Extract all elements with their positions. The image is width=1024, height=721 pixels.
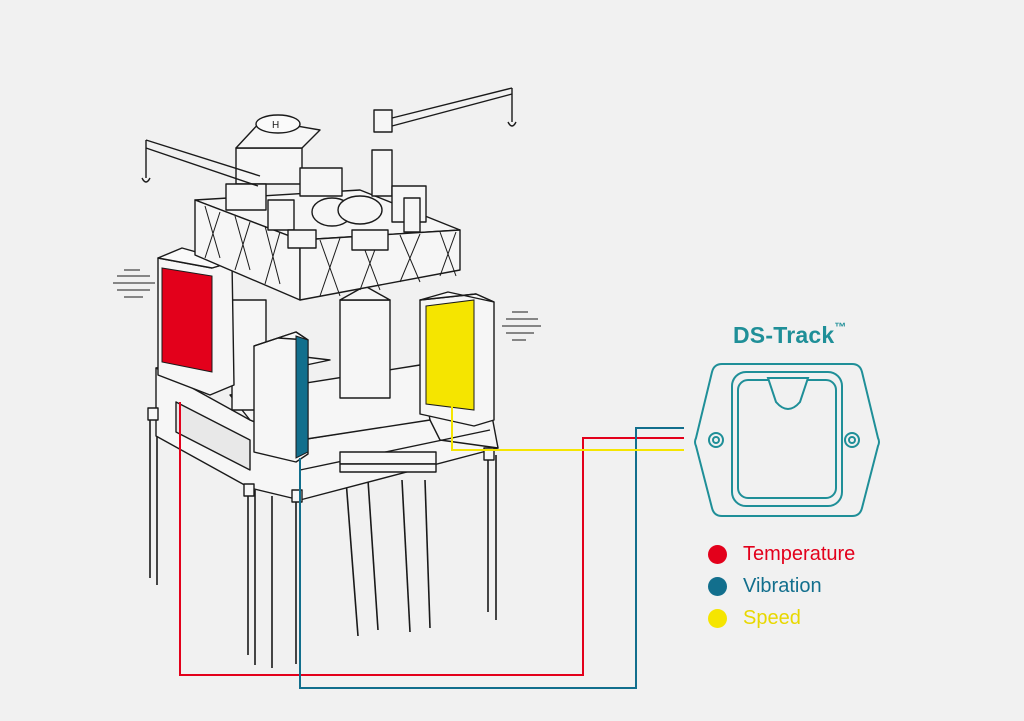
- oil-platform-illustration: H: [113, 87, 541, 668]
- water-ripples-left: [113, 269, 155, 298]
- speed-sensor-zone: [425, 299, 475, 411]
- device-name: DS-Track™: [733, 320, 847, 349]
- svg-text:H: H: [272, 120, 279, 131]
- legend-label-speed: Speed: [743, 606, 801, 629]
- crane-left: [141, 139, 261, 187]
- vibration-dot: [708, 576, 727, 596]
- temperature-wire: [179, 402, 684, 676]
- water-ripples-right: [502, 311, 541, 341]
- sensor-highlights: [161, 267, 475, 459]
- deck-equipment: H: [225, 114, 427, 251]
- sensor-mounts: [147, 407, 495, 503]
- temperature-dot: [708, 544, 727, 564]
- trademark-symbol: ™: [834, 320, 847, 334]
- ds-track-sensor-device-icon: [694, 363, 880, 517]
- column-front-center: [253, 331, 309, 463]
- legend-item-vibration: Vibration: [708, 570, 855, 602]
- vibration-wire: [299, 427, 684, 689]
- sensor-legend: Temperature Vibration Speed: [708, 538, 855, 634]
- platform-piles: [149, 420, 497, 668]
- legend-item-temperature: Temperature: [708, 538, 855, 570]
- legend-label-vibration: Vibration: [743, 574, 822, 597]
- column-back-center: [339, 285, 391, 399]
- speed-dot: [708, 608, 727, 628]
- sensor-wires: [179, 402, 684, 689]
- device-name-text: DS-Track: [733, 322, 835, 348]
- vibration-sensor-zone: [295, 335, 309, 459]
- speed-wire: [451, 406, 684, 451]
- legend-item-speed: Speed: [708, 602, 855, 634]
- temperature-sensor-zone: [161, 267, 213, 373]
- crane-right: [373, 87, 517, 133]
- legend-label-temperature: Temperature: [743, 542, 856, 565]
